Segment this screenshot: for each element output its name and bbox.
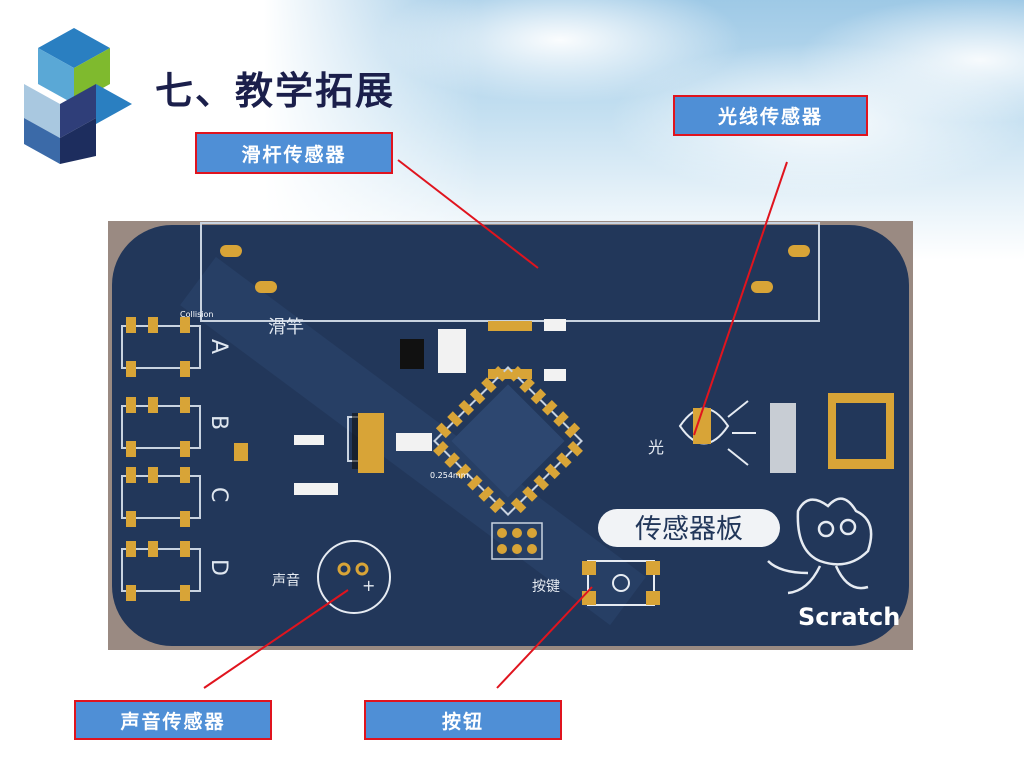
port-switches [121, 317, 201, 601]
scratch-cat-icon [767, 497, 873, 595]
board-name-pill [598, 509, 780, 547]
collision-tag: Collision [180, 310, 214, 319]
brand-text: Scratch [798, 603, 900, 631]
label-sound-sensor: 声音传感器 [74, 700, 272, 740]
port-label-d: D [206, 559, 231, 576]
silk-slider-text: 滑竿 [268, 317, 304, 338]
silk-sound-text: 声音 [272, 572, 300, 589]
silk-light-text: 光 [648, 438, 664, 457]
components [234, 319, 583, 560]
slide-title: 七、教学拓展 [155, 68, 396, 113]
label-slider-sensor: 滑杆传感器 [195, 132, 393, 174]
cube-logo-icon [24, 28, 132, 164]
sound-sensor-ring [317, 540, 391, 614]
label-button: 按钮 [364, 700, 562, 740]
sensor-board-photo: 滑竿 A B C D [108, 221, 913, 650]
port-label-b: B [206, 415, 231, 430]
label-light-sensor: 光线传感器 [673, 95, 868, 136]
measure-tag: 0.254mm [430, 471, 469, 480]
svg-text:+: + [362, 576, 375, 595]
port-label-c: C [206, 487, 231, 502]
push-button-outline [587, 560, 655, 606]
silk-button-text: 按键 [532, 579, 560, 595]
board-name: 传感器板 [635, 514, 743, 545]
port-label-a: A [206, 339, 231, 354]
